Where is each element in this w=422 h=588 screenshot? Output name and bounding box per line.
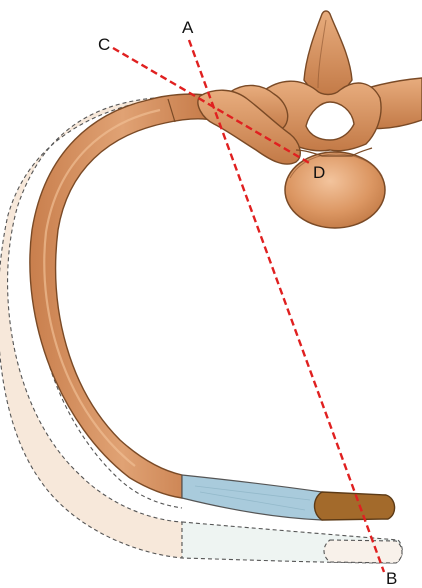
spinous-process	[304, 11, 352, 96]
label-b: B	[386, 569, 397, 588]
label-d: D	[313, 163, 325, 182]
cartilage-tip	[315, 492, 395, 520]
ghost-cartilage-tip	[324, 540, 402, 563]
vertebra	[198, 11, 422, 228]
costal-cartilage	[182, 475, 322, 520]
rib-shaft	[30, 94, 215, 498]
label-a: A	[182, 18, 194, 37]
label-c: C	[98, 35, 110, 54]
